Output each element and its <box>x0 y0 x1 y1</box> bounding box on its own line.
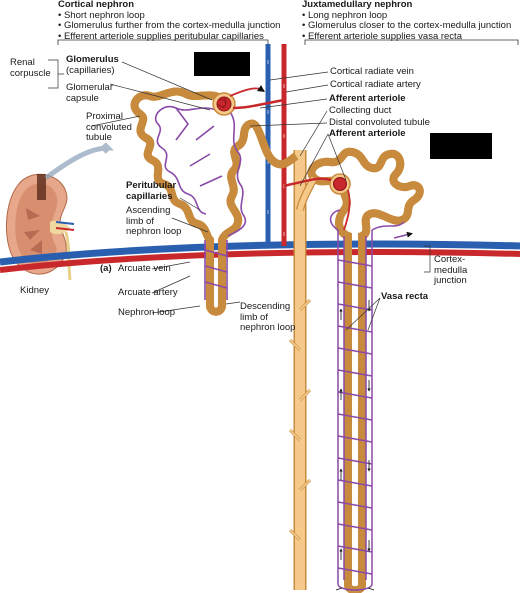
label-vasa-recta: Vasa recta <box>381 291 429 302</box>
label-kidney: Kidney <box>20 285 50 296</box>
label-proximal-convoluted-tubule: Proximal convoluted tubule <box>86 111 132 143</box>
header-brackets <box>57 39 519 45</box>
redaction-box-2 <box>430 133 492 159</box>
juxtamedullary-nephron-header: Juxtamedullary nephron • Long nephron lo… <box>302 0 511 42</box>
cortical-nephron-tubule <box>135 91 296 311</box>
cortical-bullet-3: • Efferent arteriole supplies peritubula… <box>58 30 264 42</box>
label-cortical-radiate-vein: Cortical radiate vein <box>330 66 414 77</box>
label-descending-limb: Descending limb of nephron loop <box>240 301 296 333</box>
kidney-thumbnail <box>6 142 115 281</box>
juxtamedullary-glomerulus <box>283 173 351 231</box>
juxtamedullary-efferent-arteriole <box>343 189 351 231</box>
juxtamedullary-nephron-tubule <box>296 152 420 593</box>
vasa-recta-flow-arrows <box>335 300 375 591</box>
juxtamedullary-afferent-arteriole <box>283 177 332 188</box>
kidney-zoom-box <box>37 174 46 200</box>
label-cortical-radiate-artery: Cortical radiate artery <box>330 79 421 90</box>
label-arcuate-vein: Arcuate vein <box>118 263 171 274</box>
zoom-arrow <box>44 142 115 181</box>
cortical-radiate-vessels <box>265 44 287 246</box>
kidney-cortex <box>15 183 58 265</box>
juxtamedullary-bullet-3: • Efferent arteriole supplies vasa recta <box>302 30 462 42</box>
label-cortex-medulla-junction: Cortex- medulla junction <box>434 254 468 286</box>
label-collecting-duct: Collecting duct <box>329 105 392 116</box>
label-glomerular-capsule: Glomerular capsule <box>66 82 113 104</box>
juxtamedullary-bullet-1: • Long nephron loop <box>302 9 388 21</box>
cortical-bullet-2: • Glomerulus further from the cortex-med… <box>58 20 281 31</box>
peritubular-capillaries <box>154 105 247 300</box>
cortical-bullet-1: • Short nephron loop <box>58 9 145 21</box>
label-distal-convoluted-tubule: Distal convoluted tubule <box>329 117 430 128</box>
cortical-nephron-title: Cortical nephron <box>58 0 135 10</box>
kidney-pelvis <box>50 220 70 235</box>
collecting-duct <box>288 150 312 590</box>
kidney-renal-artery <box>55 227 75 231</box>
cortical-afferent-arteriole <box>232 98 285 110</box>
label-peritubular-capillaries: Peritubular capillaries <box>126 180 177 202</box>
kidney-renal-vein <box>55 221 75 225</box>
vasa-recta <box>329 209 413 591</box>
label-renal-corpuscle: Renal corpuscle <box>10 57 51 79</box>
kidney-pyramids <box>24 208 42 254</box>
cortical-efferent-arteriole <box>229 85 265 97</box>
juxtamedullary-bullet-2: • Glomerulus closer to the cortex-medull… <box>302 20 512 31</box>
cortical-nephron-header: Cortical nephron • Short nephron loop • … <box>58 0 280 42</box>
cortical-glomerulus <box>212 85 285 116</box>
juxtamedullary-nephron-title: Juxtamedullary nephron <box>302 0 413 10</box>
label-glomerulus: Glomerulus (capillaries) <box>66 54 119 76</box>
leader-lines <box>48 59 431 331</box>
label-ascending-limb: Ascending limb of nephron loop <box>126 205 182 237</box>
label-arcuate-artery: Arcuate artery <box>118 287 178 298</box>
label-panel-a: (a) <box>100 263 112 274</box>
label-afferent-arteriole-2: Afferent arteriole <box>329 128 406 139</box>
label-nephron-loop: Nephron loop <box>118 307 176 318</box>
label-afferent-arteriole-1: Afferent arteriole <box>329 93 406 104</box>
redaction-box-1 <box>194 52 250 76</box>
